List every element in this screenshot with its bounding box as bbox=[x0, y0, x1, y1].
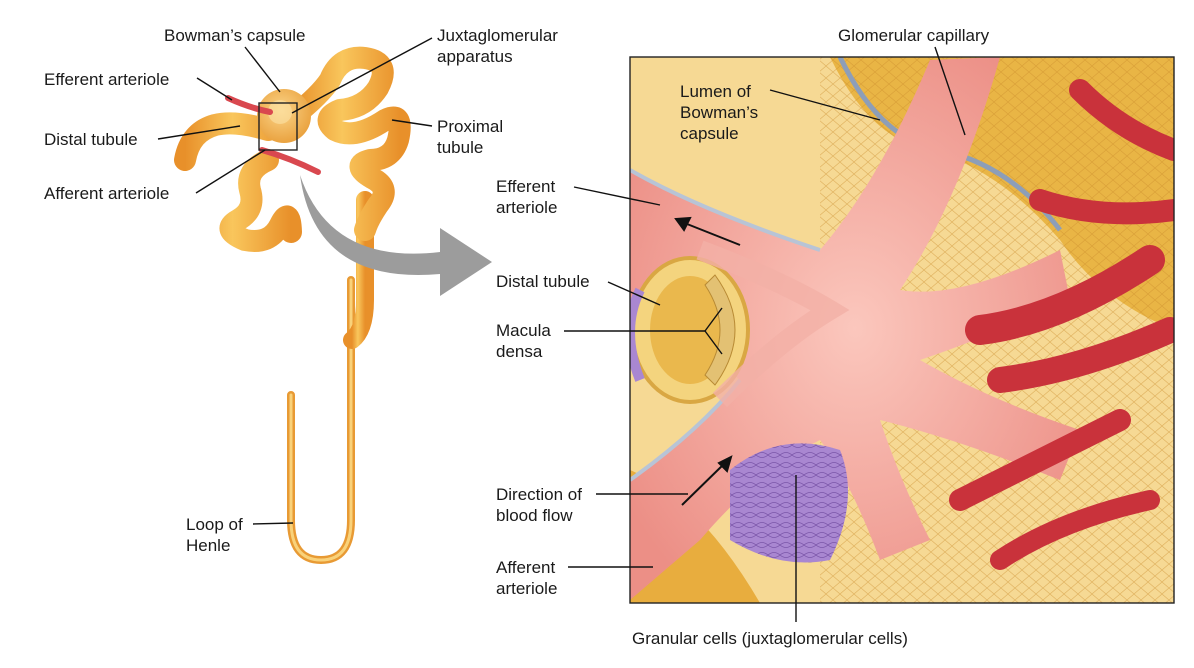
label-bowmans-capsule: Bowman’s capsule bbox=[164, 26, 305, 45]
label-loop-of-henle: Loop of Henle bbox=[186, 515, 247, 555]
label-proximal-tubule: Proximal tubule bbox=[437, 117, 508, 157]
label-glomerular-capillary: Glomerular capillary bbox=[838, 26, 990, 45]
label-distal-tubule-left: Distal tubule bbox=[44, 130, 138, 149]
zoom-arrow bbox=[300, 175, 492, 296]
nephron-illustration bbox=[185, 58, 400, 560]
label-direction-of-blood-flow: Direction of blood flow bbox=[496, 485, 587, 525]
label-granular-cells: Granular cells (juxtaglomerular cells) bbox=[632, 629, 908, 648]
label-macula-densa: Macula densa bbox=[496, 321, 556, 361]
label-distal-tubule-right: Distal tubule bbox=[496, 272, 590, 291]
label-efferent-arteriole-left: Efferent arteriole bbox=[44, 70, 169, 89]
granular-cells-zoom bbox=[730, 443, 848, 562]
label-afferent-arteriole-right: Afferent arteriole bbox=[496, 558, 560, 598]
label-juxtaglomerular-apparatus: Juxtaglomerular apparatus bbox=[437, 26, 563, 66]
label-afferent-arteriole-left: Afferent arteriole bbox=[44, 184, 169, 203]
label-efferent-arteriole-right: Efferent arteriole bbox=[496, 177, 560, 217]
